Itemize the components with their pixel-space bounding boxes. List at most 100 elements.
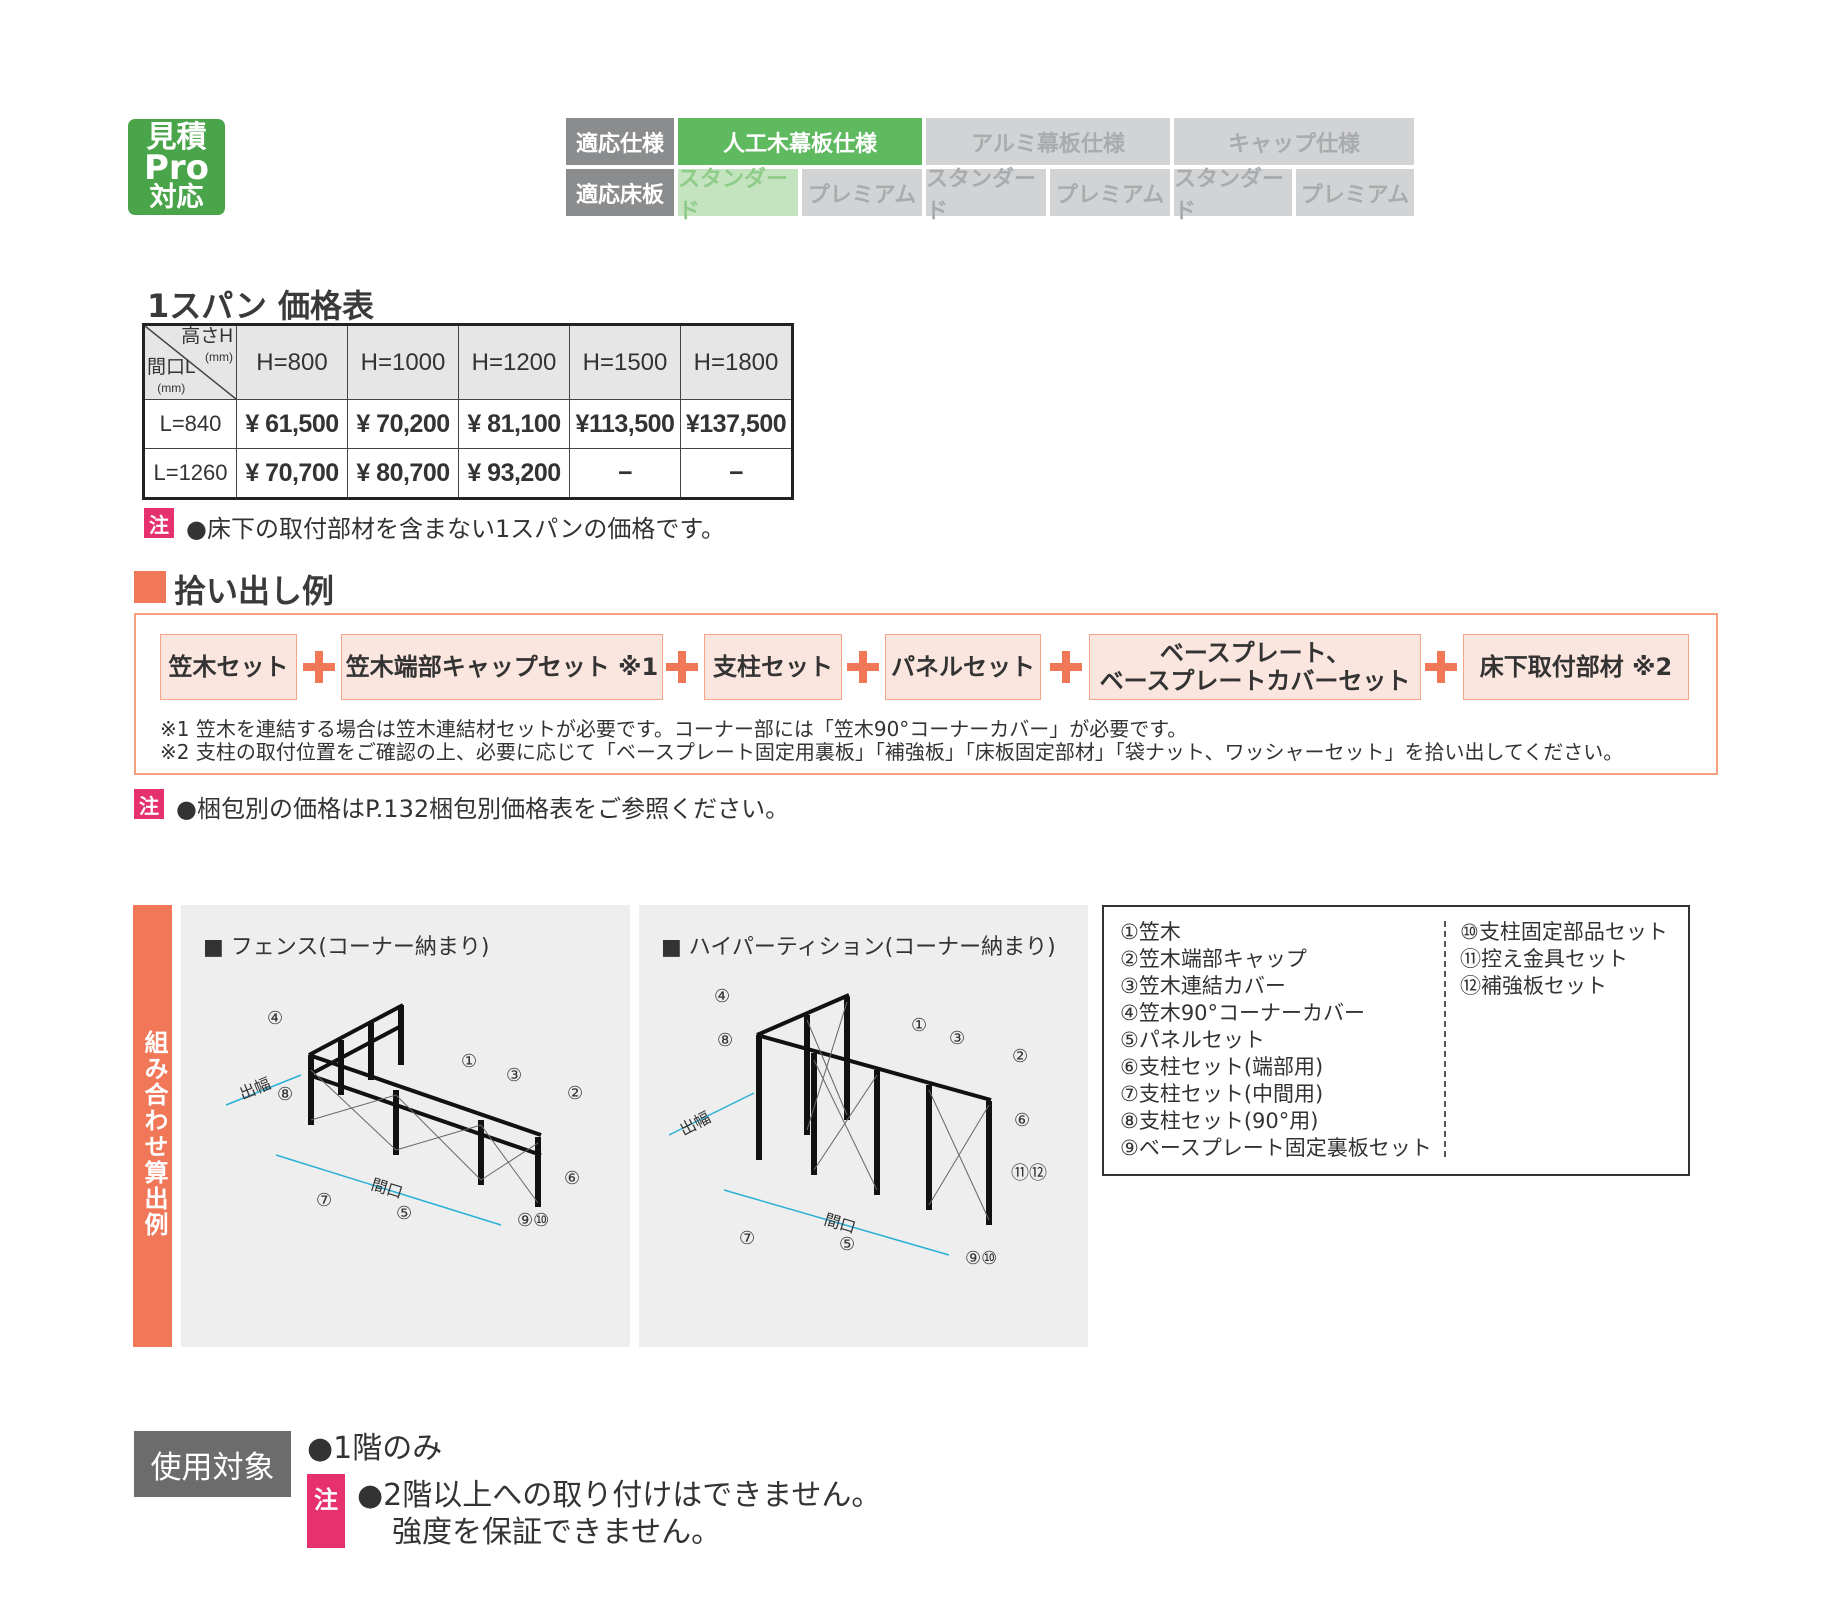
spec-floor-standard-3: スタンダード xyxy=(1174,167,1292,224)
partition-marker-11-12: ⑪⑫ xyxy=(1011,1163,1047,1184)
price-col-header: H=1000 xyxy=(347,324,459,400)
corner-height-label: 高さH xyxy=(181,326,233,347)
price-col-header: H=1500 xyxy=(569,324,681,400)
corner-width-unit: (mm) xyxy=(157,381,186,395)
price-cell: ¥137,500 xyxy=(680,399,793,449)
spec-type-cap: キャップ仕様 xyxy=(1174,118,1414,165)
badge-line-2: Pro xyxy=(143,148,210,188)
partition-marker-1: ① xyxy=(911,1015,928,1036)
fence-marker-5: ⑤ xyxy=(396,1203,413,1224)
pickup-item-rail-end-cap: 笠木端部キャップセット ※1 xyxy=(341,634,663,700)
price-row-label: L=840 xyxy=(143,399,237,449)
badge-line-1: 見積 xyxy=(146,120,207,155)
estimate-pro-badge: 見積 Pro 対応 xyxy=(128,119,225,215)
price-col-header: H=1800 xyxy=(680,324,793,400)
partition-marker-6: ⑥ xyxy=(1014,1110,1031,1131)
legend-item: ②笠木端部キャップ xyxy=(1120,947,1307,971)
price-cell: − xyxy=(680,448,793,499)
usage-line-1: ●1階のみ xyxy=(307,1431,443,1466)
spec-floor-premium-1: プレミアム xyxy=(802,169,922,216)
fence-marker-9-10: ⑨⑩ xyxy=(517,1210,550,1231)
fence-marker-2: ② xyxy=(567,1083,584,1104)
partition-diagram-panel: ■ ハイパーティション(コーナー納まり) 出幅 間口 ④ xyxy=(639,905,1088,1347)
plus-icon xyxy=(1425,651,1457,683)
legend-item: ⑤パネルセット xyxy=(1120,1028,1265,1052)
combo-side-band xyxy=(133,905,172,1347)
legend-item: ⑪控え金具セット xyxy=(1460,947,1628,971)
price-table: 高さH(mm) 間口L(mm) H=800 H=1000 H=1200 H=15… xyxy=(142,323,794,500)
usage-line-3: 強度を保証できません。 xyxy=(392,1515,722,1550)
spec-header-floor: 適応床板 xyxy=(566,169,674,216)
pickup-item-post-set: 支柱セット xyxy=(704,634,842,700)
fence-marker-6: ⑥ xyxy=(564,1168,581,1189)
legend-item: ⑥支柱セット(端部用) xyxy=(1120,1055,1324,1079)
partition-marker-9-10: ⑨⑩ xyxy=(965,1248,998,1269)
spec-floor-premium-2: プレミアム xyxy=(1050,169,1170,216)
spec-table: 適応仕様 人工木幕板仕様 アルミ幕板仕様 キャップ仕様 適応床板 スタンダード … xyxy=(566,118,1414,224)
spec-floor-standard-2: スタンダード xyxy=(926,167,1046,224)
fence-marker-7: ⑦ xyxy=(316,1190,333,1211)
fence-marker-3: ③ xyxy=(506,1065,523,1086)
price-row: L=840 ¥ 61,500 ¥ 70,200 ¥ 81,100 ¥113,50… xyxy=(143,399,793,449)
price-cell: ¥ 80,700 xyxy=(347,448,459,499)
pickup-note: ●梱包別の価格はP.132梱包別価格表をご参照ください。 xyxy=(176,795,790,823)
legend-item: ③笠木連結カバー xyxy=(1120,974,1286,998)
fence-marker-1: ① xyxy=(461,1051,478,1072)
partition-marker-4: ④ xyxy=(714,986,731,1007)
price-cell: ¥ 70,200 xyxy=(347,399,459,449)
pickup-box xyxy=(134,613,1718,775)
usage-line-2: ●2階以上への取り付けはできません。 xyxy=(357,1478,882,1513)
price-note-badge: 注 xyxy=(144,508,174,538)
legend-item: ⑫補強板セット xyxy=(1460,974,1607,998)
pickup-footnote-2: ※2 支柱の取付位置をご確認の上、必要に応じて「ベースプレート固定用裏板」「補強… xyxy=(160,740,1624,764)
partition-marker-8: ⑧ xyxy=(717,1030,734,1051)
legend-divider xyxy=(1444,921,1446,1157)
pickup-footnote-1: ※1 笠木を連結する場合は笠木連結材セットが必要です。コーナー部には「笠木90°… xyxy=(160,717,1188,741)
price-cell: ¥ 70,700 xyxy=(236,448,348,499)
spec-floor-standard-1: スタンダード xyxy=(678,167,798,224)
fence-diagram-title: ■ フェンス(コーナー納まり) xyxy=(203,935,490,960)
partition-diagram-title: ■ ハイパーティション(コーナー納まり) xyxy=(661,935,1056,960)
pickup-note-badge: 注 xyxy=(134,789,164,819)
partition-marker-5: ⑤ xyxy=(839,1234,856,1255)
plus-icon xyxy=(1050,651,1082,683)
partition-marker-2: ② xyxy=(1012,1046,1029,1067)
section-marker xyxy=(134,571,166,603)
price-corner-cell: 高さH (mm) 間口L (mm) xyxy=(143,324,237,400)
plus-icon xyxy=(847,651,879,683)
combo-label: 組み合わせ算出例 xyxy=(140,1030,168,1238)
fence-marker-4: ④ xyxy=(267,1008,284,1029)
price-col-header: H=800 xyxy=(236,324,348,400)
price-cell: − xyxy=(569,448,681,499)
pickup-title: 拾い出し例 xyxy=(174,572,335,610)
spec-type-artificial-wood: 人工木幕板仕様 xyxy=(678,118,922,165)
fence-marker-8: ⑧ xyxy=(277,1084,294,1105)
legend-item: ①笠木 xyxy=(1120,920,1181,944)
legend-item: ⑩支柱固定部品セット xyxy=(1460,920,1668,944)
plus-icon xyxy=(666,651,698,683)
price-cell: ¥ 93,200 xyxy=(458,448,570,499)
legend-item: ⑦支柱セット(中間用) xyxy=(1120,1082,1324,1106)
price-row: L=1260 ¥ 70,700 ¥ 80,700 ¥ 93,200 − − xyxy=(143,448,793,499)
partition-drawing xyxy=(668,993,992,1256)
pickup-item-panel-set: パネルセット xyxy=(885,634,1041,700)
corner-height-unit: (mm) xyxy=(205,350,233,364)
corner-width-label: 間口L xyxy=(147,357,196,378)
price-cell: ¥ 61,500 xyxy=(236,399,348,449)
usage-label: 使用対象 xyxy=(134,1431,291,1497)
badge-line-3: 対応 xyxy=(149,182,204,213)
price-table-title: 1スパン 価格表 xyxy=(147,287,375,325)
legend-item: ⑧支柱セット(90°用) xyxy=(1120,1109,1319,1133)
spec-type-aluminum: アルミ幕板仕様 xyxy=(926,118,1170,165)
price-cell: ¥113,500 xyxy=(569,399,681,449)
plus-icon xyxy=(303,651,335,683)
legend-item: ④笠木90°コーナーカバー xyxy=(1120,1001,1366,1025)
pickup-item-base-plate: ベースプレート、 ベースプレートカバーセット xyxy=(1089,634,1421,700)
spec-floor-premium-3: プレミアム xyxy=(1296,169,1414,216)
spec-header-type: 適応仕様 xyxy=(566,118,674,165)
partition-marker-3: ③ xyxy=(949,1028,966,1049)
partition-marker-7: ⑦ xyxy=(739,1228,756,1249)
fence-drawing xyxy=(225,1003,542,1226)
pickup-item-underfloor: 床下取付部材 ※2 xyxy=(1463,634,1689,700)
parts-legend: ①笠木 ②笠木端部キャップ ③笠木連結カバー ④笠木90°コーナーカバー ⑤パネ… xyxy=(1102,905,1690,1176)
